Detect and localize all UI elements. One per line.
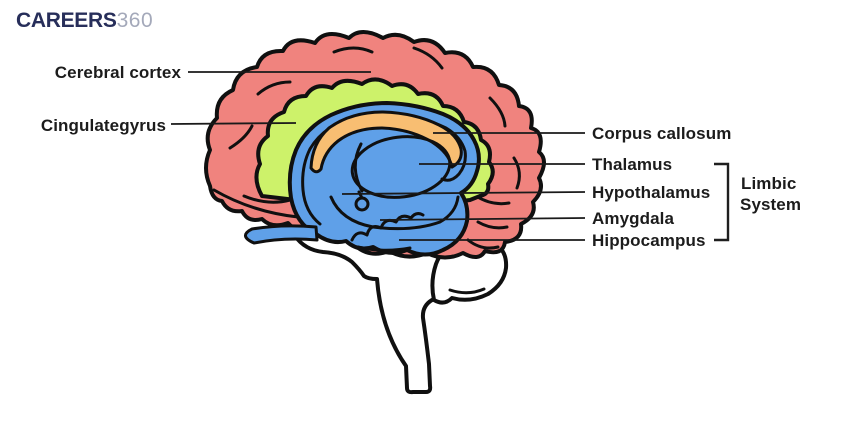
gyrus-stroke	[332, 46, 374, 54]
gyrus-stroke	[488, 96, 507, 128]
corpus-callosum-region	[309, 110, 463, 174]
gyrus-stroke	[466, 238, 500, 250]
gyrus-stroke	[256, 80, 292, 96]
label-thalamus: Thalamus	[592, 155, 672, 174]
label-cingulate-gyrus: Cingulategyrus	[41, 116, 166, 135]
olfactory-stalk	[244, 224, 319, 245]
careers360-logo: CAREERS360	[16, 9, 153, 33]
fornix-contour	[329, 195, 460, 231]
leader-lines	[170, 71, 586, 241]
leader-line-cingulate-gyrus	[170, 122, 297, 125]
leader-line-amygdala	[379, 217, 586, 221]
gyrus-stroke	[512, 156, 521, 190]
hippocampus-base-stroke	[356, 245, 412, 252]
thalamus-outline	[350, 135, 452, 199]
cerebellum-fold-line	[448, 287, 486, 295]
label-hypothalamus: Hypothalamus	[592, 183, 710, 202]
leader-line-hypothalamus	[341, 191, 586, 195]
hippocampus-fold-strokes	[350, 212, 425, 242]
limbic-system-bracket	[714, 162, 730, 242]
label-limbic-system-line2: System	[740, 195, 801, 214]
gyrus-stroke	[412, 46, 444, 70]
gyrus-stroke	[476, 220, 509, 230]
label-cerebral-cortex: Cerebral cortex	[55, 63, 182, 82]
logo-brand-text: CAREERS	[16, 9, 117, 32]
label-amygdala: Amygdala	[592, 209, 674, 228]
label-hippocampus: Hippocampus	[592, 231, 706, 250]
label-limbic-system-line1: Limbic	[741, 174, 796, 193]
thalamus-inner-contour	[353, 142, 364, 193]
gyrus-stroke	[228, 124, 254, 150]
gyrus-stroke	[212, 188, 300, 219]
logo-suffix-text: 360	[116, 9, 154, 32]
label-corpus-callosum: Corpus callosum	[592, 124, 731, 143]
brainstem-outline	[293, 234, 434, 395]
